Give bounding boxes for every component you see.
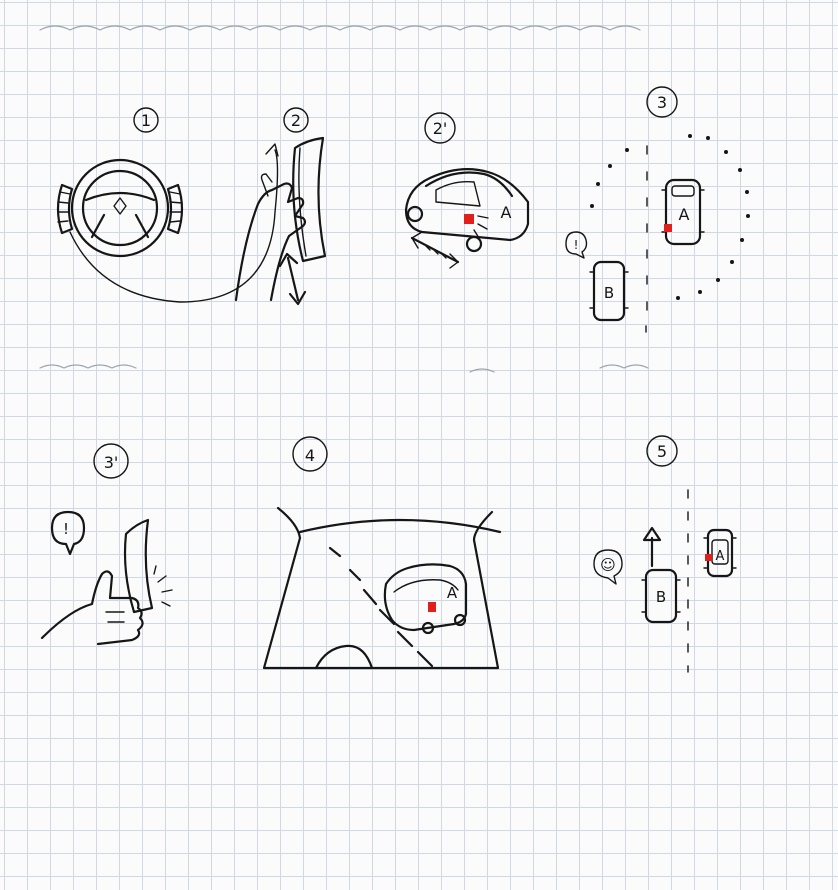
lane-divider-dashes — [646, 146, 647, 332]
left-right-arrow-icon — [412, 232, 458, 268]
red-indicator-marker — [464, 214, 474, 224]
panel-5: 5 B A ☺ — [594, 436, 736, 672]
left-paddle-shifter-icon — [58, 185, 72, 233]
motion-swoosh-arrow — [70, 150, 278, 302]
detection-radius-dots — [590, 134, 750, 300]
forward-arrow-icon — [644, 528, 660, 566]
panel-2prime: 2' A — [406, 113, 528, 268]
car-a-side-icon: A — [406, 169, 528, 251]
panel-4: 4 A — [264, 437, 500, 668]
panel-5-number: 5 — [657, 442, 667, 461]
panel-2: 2 — [236, 108, 325, 304]
alert-speech-text: ! — [63, 520, 69, 538]
car-a-top-label: A — [679, 205, 690, 224]
signal-emission-lines — [474, 216, 488, 238]
click-emission-lines — [154, 566, 172, 606]
alert-speech-bubble-icon: ! — [52, 512, 84, 554]
panel-3: 3 A B ! — [566, 87, 750, 332]
perforation-middle — [40, 365, 648, 372]
up-down-arrow-icon — [280, 254, 305, 304]
panel-4-number-badge: 4 — [293, 437, 327, 471]
panel-1-number-badge: 1 — [134, 108, 158, 132]
windshield-frame — [264, 508, 500, 668]
red-indicator-marker — [664, 224, 672, 232]
car-b-top-icon: B — [642, 570, 680, 622]
right-paddle-shifter-icon — [168, 185, 182, 233]
panel-3-number-badge: 3 — [647, 87, 677, 117]
red-indicator-marker — [428, 602, 436, 612]
car-a-label: A — [501, 203, 512, 222]
panel-2prime-number: 2' — [433, 119, 448, 138]
alert-speech-text: ! — [574, 238, 579, 252]
car-a-top-label: A — [716, 549, 725, 564]
panel-3prime-number: 3' — [104, 453, 119, 472]
car-a-rear-icon: A — [385, 564, 466, 633]
car-a-top-icon: A — [662, 180, 704, 244]
steering-wheel-icon — [72, 160, 168, 256]
car-b-top-label: B — [656, 588, 666, 606]
smile-speech-text: ☺ — [600, 556, 616, 574]
panel-2-number-badge: 2 — [284, 108, 308, 132]
perforation-top — [40, 26, 640, 30]
panel-3prime-number-badge: 3' — [94, 444, 128, 478]
panel-1-number: 1 — [141, 111, 151, 130]
panel-4-number: 4 — [305, 446, 315, 465]
red-indicator-marker — [705, 554, 712, 561]
happy-speech-bubble-icon: ☺ — [594, 550, 622, 584]
panel-2prime-number-badge: 2' — [425, 113, 455, 143]
alert-speech-bubble-icon: ! — [566, 232, 587, 258]
panel-5-number-badge: 5 — [647, 436, 677, 466]
dashboard-mirror-arch — [316, 646, 372, 668]
panel-2-number: 2 — [291, 111, 301, 130]
car-b-top-icon: B — [590, 262, 628, 320]
car-b-top-label: B — [604, 284, 614, 302]
panel-1: 1 — [58, 108, 278, 302]
panel-3prime: 3' ! — [42, 444, 172, 644]
car-a-rear-label: A — [447, 584, 458, 602]
car-a-top-icon: A — [704, 530, 736, 576]
panel-3-number: 3 — [657, 93, 667, 112]
paddle-lever-icon — [293, 138, 325, 261]
